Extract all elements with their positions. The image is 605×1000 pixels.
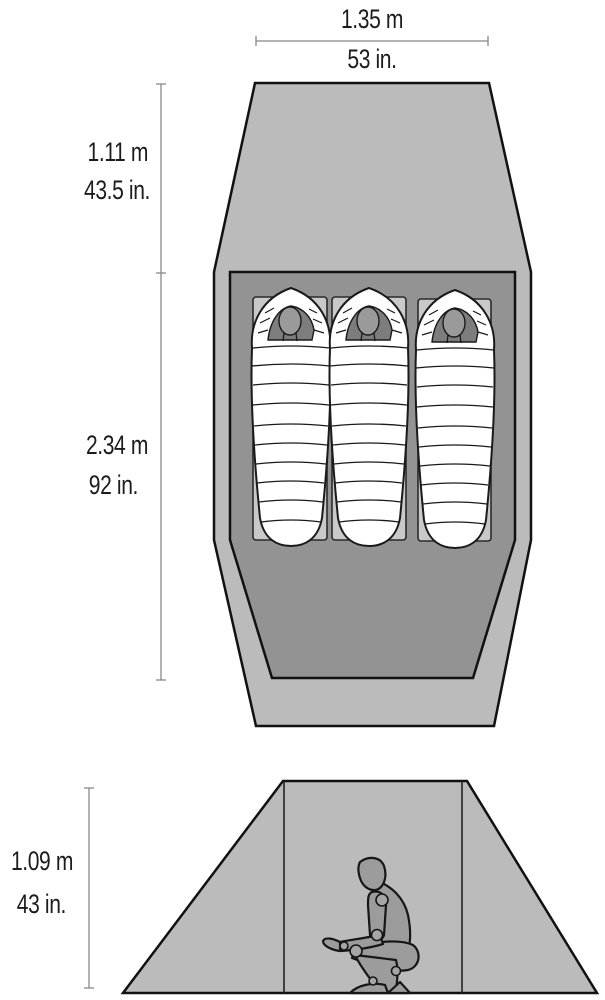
sleeping-bag-2 (328, 287, 410, 547)
crouching-person-figure (321, 856, 420, 995)
sleeping-bag-3 (414, 289, 496, 549)
vestibule-imperial-label: 43.5 in. (84, 175, 150, 205)
sleeping-bag-1 (250, 287, 332, 547)
floor-length-metric-label: 2.34 m (85, 430, 148, 460)
tent-side-view (120, 779, 600, 995)
height-dimension-line (84, 787, 94, 989)
length-dimension-line (156, 83, 166, 681)
width-dimension-line (255, 36, 489, 46)
floor-length-imperial-label: 92 in. (88, 470, 139, 500)
height-imperial-label: 43 in. (16, 889, 67, 919)
width-imperial-label: 53 in. (347, 44, 397, 74)
width-metric-label: 1.35 m (340, 4, 404, 34)
vestibule-metric-label: 1.11 m (87, 137, 149, 167)
height-metric-label: 1.09 m (10, 846, 74, 876)
